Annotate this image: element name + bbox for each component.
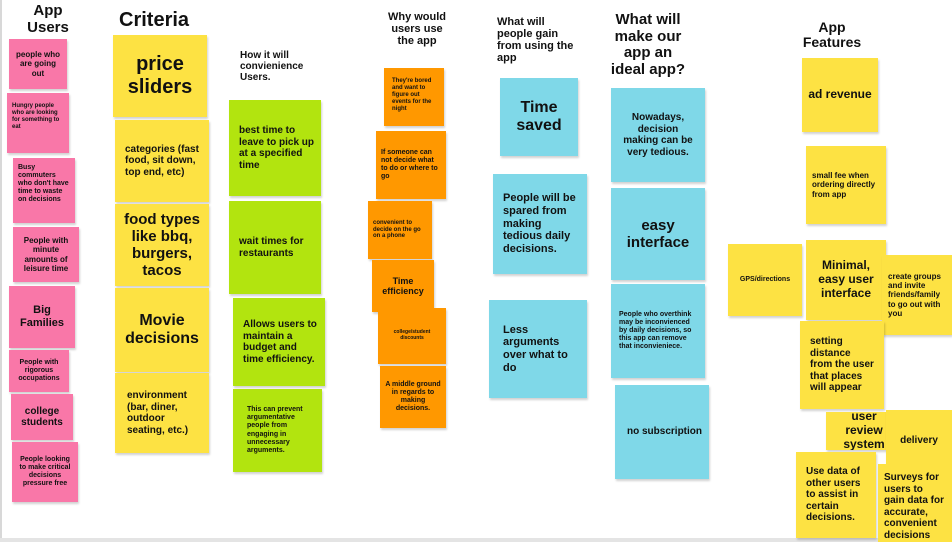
user-note[interactable]: college students — [11, 394, 73, 440]
ideal-note[interactable]: easy interface — [611, 188, 705, 280]
why-use-note[interactable]: Time efficiency — [372, 260, 434, 312]
feature-note[interactable]: delivery — [886, 410, 952, 472]
heading-convenience: How it will convienience Users. — [240, 50, 304, 83]
heading-criteria: Criteria — [119, 9, 190, 31]
board-left-edge — [0, 0, 2, 542]
why-use-note[interactable]: A middle ground in regards to making dec… — [380, 366, 446, 428]
heading-app-users: App Users — [27, 2, 69, 36]
convenience-note[interactable]: This can prevent argumentative people fr… — [233, 389, 322, 472]
user-note[interactable]: Hungry people who are looking for someth… — [7, 93, 69, 153]
user-note[interactable]: people who are going out — [9, 39, 67, 89]
ideal-note[interactable]: no subscription — [615, 385, 709, 479]
user-note[interactable]: People looking to make critical decision… — [12, 442, 78, 502]
criteria-note[interactable]: price sliders — [113, 35, 207, 117]
criteria-note[interactable]: categories (fast food, sit down, top end… — [115, 120, 209, 202]
why-use-note[interactable]: college/student discounts — [378, 308, 446, 364]
feature-note[interactable]: GPS/directions — [728, 244, 802, 316]
user-note[interactable]: People with rigorous occupations — [9, 350, 69, 392]
gain-note[interactable]: People will be spared from making tediou… — [493, 174, 587, 274]
criteria-note[interactable]: environment (bar, diner, outdoor seating… — [115, 373, 209, 453]
criteria-note[interactable]: Movie decisions — [115, 288, 209, 372]
feature-note[interactable]: ad revenue — [802, 58, 878, 132]
why-use-note[interactable]: They're bored and want to figure out eve… — [384, 68, 444, 126]
heading-why-use: Why would users use the app — [387, 11, 447, 48]
feature-note[interactable]: setting distance from the user that plac… — [800, 321, 884, 409]
feature-note[interactable]: small fee when ordering directly from ap… — [806, 146, 886, 224]
gain-note[interactable]: Less arguments over what to do — [489, 300, 587, 398]
gain-note[interactable]: Time saved — [500, 78, 578, 156]
why-use-note[interactable]: convenient to decide on the go on a phon… — [368, 201, 432, 259]
user-note[interactable]: People with minute amounts of leisure ti… — [13, 227, 79, 282]
why-use-note[interactable]: If someone can not decide what to do or … — [376, 131, 446, 199]
ideal-note[interactable]: Nowadays, decision making can be very te… — [611, 88, 705, 182]
convenience-note[interactable]: wait times for restaurants — [229, 201, 321, 294]
board-bottom-edge — [0, 538, 952, 542]
user-note[interactable]: Busy commuters who don't have time to wa… — [13, 158, 75, 223]
heading-features: App Features — [802, 19, 862, 51]
heading-ideal: What will make our app an ideal app? — [610, 11, 686, 78]
heading-gain: What will people gain from using the app — [497, 16, 574, 65]
convenience-note[interactable]: Allows users to maintain a budget and ti… — [233, 298, 325, 386]
ideal-note[interactable]: People who overthink may be inconvienced… — [611, 284, 705, 378]
criteria-note[interactable]: food types like bbq, burgers, tacos — [115, 204, 209, 286]
user-note[interactable]: Big Families — [9, 286, 75, 348]
feature-note[interactable]: Surveys for users to gain data for accur… — [878, 464, 952, 542]
convenience-note[interactable]: best time to leave to pick up at a speci… — [229, 100, 321, 196]
feature-note[interactable]: Minimal, easy user interface — [806, 240, 886, 320]
feature-note[interactable]: create groups and invite friends/family … — [882, 255, 952, 335]
feature-note[interactable]: Use data of other users to assist in cer… — [796, 452, 876, 538]
